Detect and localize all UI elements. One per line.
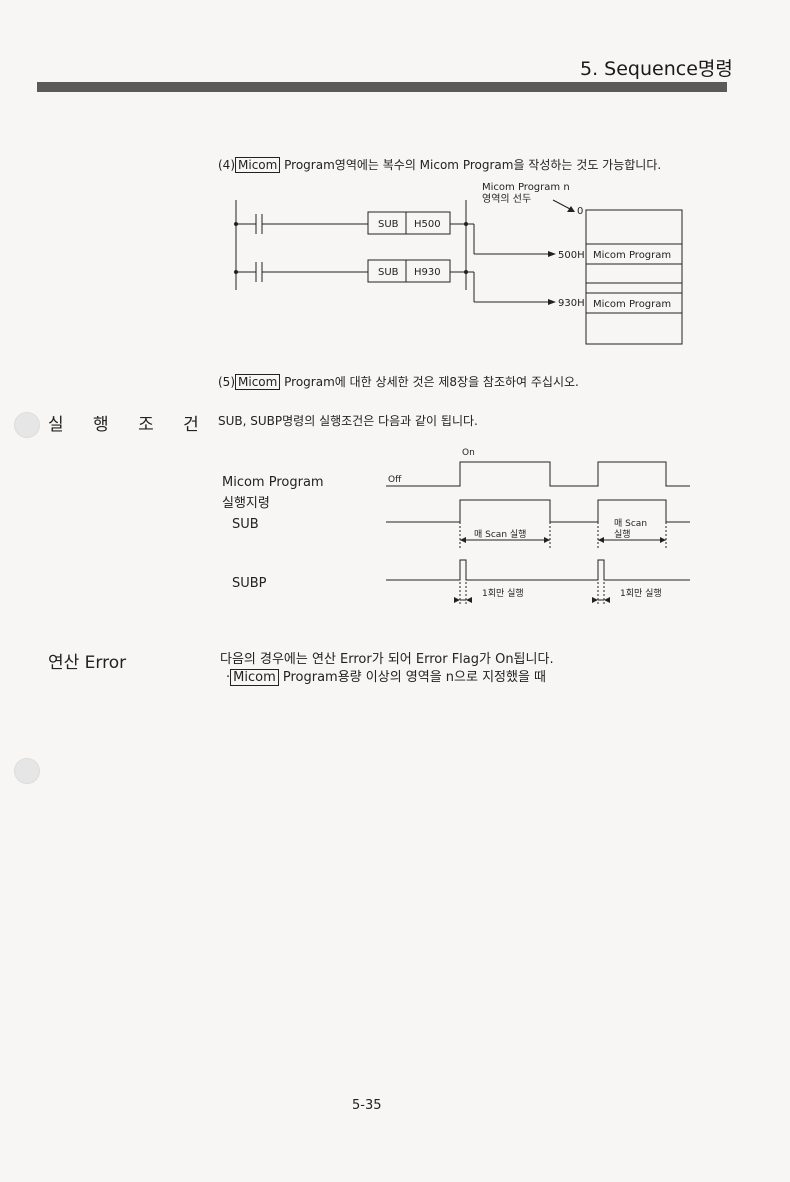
error-bullet-text: Program용량 이상의 영역을 n으로 지정했을 때 bbox=[278, 670, 547, 685]
ladder-operand-2: H930 bbox=[414, 267, 441, 278]
header-rule bbox=[37, 82, 727, 92]
error-bullet-marker: · bbox=[226, 670, 231, 685]
area-start-label: Micom Program n bbox=[482, 182, 570, 193]
note-4: (4)Micom Program영역에는 복수의 Micom Program을 … bbox=[218, 156, 661, 173]
every-scan-label: 매 Scan 실행 bbox=[474, 528, 526, 540]
error-heading: 연산 Error bbox=[48, 653, 127, 673]
micom-program-block-2: Micom Program bbox=[593, 299, 671, 310]
note-4-prefix: (4) bbox=[218, 158, 235, 172]
binder-hole bbox=[14, 412, 40, 438]
note-5-keyword: Micom bbox=[235, 374, 281, 390]
once-label-2: 1회만 실행 bbox=[620, 587, 662, 599]
note-4-text: Program영역에는 복수의 Micom Program을 작성하는 것도 가… bbox=[280, 158, 662, 172]
on-label: On bbox=[462, 448, 475, 458]
binder-hole bbox=[14, 758, 40, 784]
ladder-operand-1: H500 bbox=[414, 219, 441, 230]
ladder-sub-label-1: SUB bbox=[378, 219, 399, 230]
area-start-label-2: 영역의 선두 bbox=[482, 193, 531, 205]
exec-condition-intro: SUB, SUBP명령의 실행조건은 다음과 같이 됩니다. bbox=[218, 414, 478, 428]
error-line: 다음의 경우에는 연산 Error가 되어 Error Flag가 On됩니다. bbox=[220, 652, 554, 667]
address-500h: 500H bbox=[558, 250, 585, 261]
note-5: (5)Micom Program에 대한 상세한 것은 제8장을 참조하여 주십… bbox=[218, 373, 579, 390]
error-bullet: ·Micom Program용량 이상의 영역을 n으로 지정했을 때 bbox=[226, 666, 547, 686]
every-scan-label-2a: 매 Scan bbox=[614, 518, 647, 529]
exec-condition-heading: 실 행 조 건 bbox=[48, 415, 211, 435]
sub-label: SUB bbox=[232, 517, 259, 532]
ladder-sub-label-2: SUB bbox=[378, 267, 399, 278]
subp-label: SUBP bbox=[232, 576, 267, 591]
note-4-keyword: Micom bbox=[235, 157, 281, 173]
signal-label-2: 실행지령 bbox=[222, 496, 270, 511]
off-label: Off bbox=[388, 475, 402, 485]
micom-program-block-1: Micom Program bbox=[593, 250, 671, 261]
error-bullet-keyword: Micom bbox=[230, 669, 279, 686]
signal-label: Micom Program bbox=[222, 475, 324, 490]
once-label-1: 1회만 실행 bbox=[482, 587, 524, 599]
page-number: 5-35 bbox=[352, 1098, 382, 1113]
note-5-prefix: (5) bbox=[218, 375, 235, 389]
address-zero: 0 bbox=[577, 206, 583, 217]
address-930h: 930H bbox=[558, 298, 585, 309]
page-header-title: 5. Sequence명령 bbox=[580, 58, 733, 80]
note-5-text: Program에 대한 상세한 것은 제8장을 참조하여 주십시오. bbox=[280, 375, 579, 389]
every-scan-label-2b: 실행 bbox=[614, 528, 631, 540]
